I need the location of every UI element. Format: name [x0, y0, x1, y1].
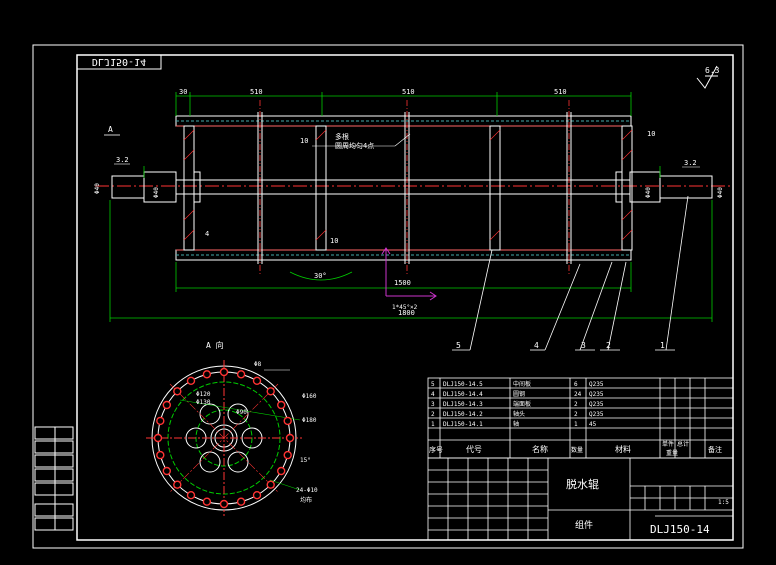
- dim-1800: 1800: [398, 309, 415, 317]
- title-group: 组件: [575, 519, 593, 531]
- balloon-4: 4: [534, 341, 539, 350]
- bom-row-name: 轴头: [513, 410, 525, 418]
- title-name: 脱水辊: [566, 477, 599, 491]
- ucs-axis-icon: [381, 247, 437, 301]
- bom-row-no: 4: [431, 391, 435, 398]
- bom-h-code: 代号: [466, 444, 482, 454]
- balloon-1: 1: [660, 341, 665, 350]
- dim-d180: Φ180: [302, 417, 317, 424]
- roughness-top-right: 6.3: [705, 66, 720, 75]
- dim-center: Φ8: [254, 361, 262, 368]
- bom-rows: 5 DLJ150-14.5 中间板 6 Q235 4 DLJ150-14.4 圆…: [431, 380, 604, 428]
- bom-row-qty: 24: [574, 391, 582, 398]
- dim-15deg: 15°: [300, 457, 311, 464]
- roll-main-view: [95, 100, 730, 275]
- binding-strip: [34, 426, 74, 531]
- bom-row-no: 2: [431, 411, 435, 418]
- note-b: 圆周均匀4点: [335, 141, 374, 150]
- dim-510-1: 510: [250, 88, 263, 96]
- bom-row-qty: 2: [574, 401, 578, 408]
- bom-row-mat: 45: [589, 421, 597, 428]
- bom-h-remark: 备注: [708, 445, 722, 454]
- bom-row-code: DLJ150-14.4: [443, 391, 483, 398]
- title-block: [427, 457, 734, 541]
- rough-right: 3.2: [684, 159, 697, 167]
- end-plate-view: [146, 360, 302, 516]
- dim-d90: Φ90: [236, 409, 247, 416]
- dim-10a: 10: [300, 137, 308, 145]
- left-d2: Φ40: [153, 187, 160, 198]
- dim-10c: 10: [647, 130, 655, 138]
- balloon-2: 2: [606, 341, 611, 350]
- dim-r130: Φ130: [196, 399, 211, 406]
- bom-row-no: 5: [431, 381, 435, 388]
- dim-10b: 10: [330, 237, 338, 245]
- rod-holes-ring: [153, 367, 295, 509]
- dim-4: 4: [205, 230, 209, 238]
- balloon-3: 3: [581, 341, 586, 350]
- drawing-no-box: [76, 54, 162, 70]
- bom-h-weight: 重量: [666, 449, 678, 457]
- dim-holes-note: 均布: [300, 496, 312, 504]
- bom-row-name: 轴: [513, 420, 519, 428]
- bom-row-code: DLJ150-14.2: [443, 411, 483, 418]
- dim-1500: 1500: [394, 279, 411, 287]
- dim-holes: 24-Φ10: [296, 487, 318, 494]
- bom-row-mat: Q235: [589, 381, 604, 388]
- bom-h-qty: 数量: [571, 446, 583, 454]
- bom-row-name: 圆钢: [513, 390, 525, 398]
- view-a-label: A 向: [206, 340, 224, 350]
- bom-row-no: 1: [431, 421, 435, 428]
- bom-h-name: 名称: [532, 444, 548, 454]
- bom-row-mat: Q235: [589, 401, 604, 408]
- title-drawing-no: DLJ150-14: [650, 523, 710, 536]
- section-a-label: A: [108, 125, 113, 134]
- bom-h-total: 总计: [677, 440, 689, 448]
- dim-d160: Φ160: [302, 393, 317, 400]
- note-a: 多根: [335, 132, 349, 141]
- outer-frame: [32, 44, 744, 549]
- axis-label: 1*45°×2: [392, 304, 418, 311]
- rough-left: 3.2: [116, 156, 129, 164]
- leader-lines: [452, 195, 689, 351]
- bom-row-name: 中间板: [513, 380, 531, 388]
- bom-h-no: 序号: [429, 445, 443, 454]
- left-d1: Φ40: [94, 183, 101, 194]
- bom-row-no: 3: [431, 401, 435, 408]
- dim-30deg: 30°: [314, 272, 327, 280]
- dim-small: 30: [179, 88, 187, 96]
- drawing-no-mirrored: DLJ150-14: [92, 56, 146, 67]
- right-d1: Φ40: [645, 187, 652, 198]
- right-d2: Φ40: [717, 187, 724, 198]
- dim-510-2: 510: [402, 88, 415, 96]
- main-dimensions: [109, 92, 713, 322]
- bom-row-code: DLJ150-14.5: [443, 381, 483, 388]
- bom-row-mat: Q235: [589, 391, 604, 398]
- bom-row-code: DLJ150-14.3: [443, 401, 483, 408]
- bom-row-qty: 1: [574, 421, 578, 428]
- bom-row-qty: 2: [574, 411, 578, 418]
- inner-frame: [76, 54, 734, 541]
- bom-row-qty: 6: [574, 381, 578, 388]
- bom-row-name: 端面板: [513, 400, 531, 408]
- bom-h-mat: 材料: [615, 444, 631, 454]
- dim-510-3: 510: [554, 88, 567, 96]
- roughness-symbol: [696, 65, 718, 89]
- bom-row-mat: Q235: [589, 411, 604, 418]
- balloon-5: 5: [456, 341, 461, 350]
- bom-row-code: DLJ150-14.1: [443, 421, 483, 428]
- bom-h-unit: 单件: [662, 440, 674, 448]
- dim-r120: Φ120: [196, 391, 211, 398]
- title-scale: 1:5: [718, 499, 729, 506]
